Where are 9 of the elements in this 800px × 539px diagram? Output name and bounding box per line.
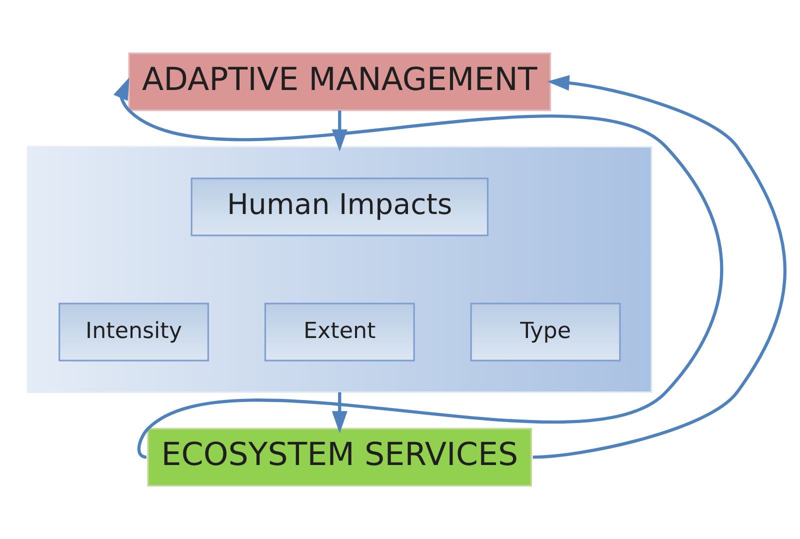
node-box: ADAPTIVE MANAGEMENT: [128, 52, 552, 112]
node-box: Intensity: [58, 302, 209, 362]
node-box: Type: [470, 302, 621, 362]
arrow: [532, 75, 786, 459]
node-box: ECOSYSTEM SERVICES: [147, 428, 532, 486]
node-box: Extent: [264, 302, 415, 362]
arrow: [332, 392, 348, 434]
cluster: [26, 146, 652, 394]
node-box: Human Impacts: [190, 178, 488, 236]
